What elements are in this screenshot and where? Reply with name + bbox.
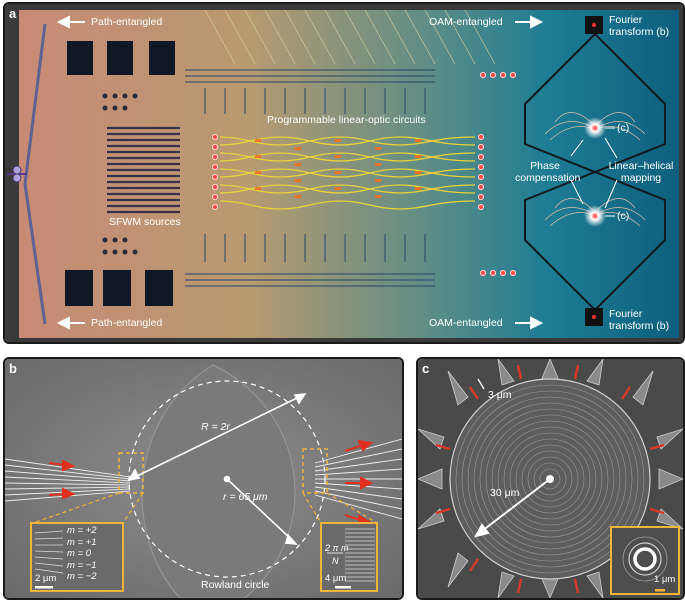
linear-helical-label: Linear–helical mapping: [608, 160, 674, 184]
sem-image-b: [5, 359, 402, 598]
path-entangled-arrow: [56, 15, 85, 330]
scale-right-label: 4 μm: [325, 573, 347, 584]
ref-c-bottom-label: (c): [617, 210, 630, 222]
inset-left: [30, 522, 124, 592]
panel-c-label: c: [422, 361, 430, 376]
inset-c: [610, 526, 680, 595]
sfwm-label: SFWM sources: [109, 216, 181, 228]
slab-region: [141, 364, 296, 598]
sem-image-c: [418, 359, 683, 598]
input-coupler-icon: [7, 165, 27, 183]
detector-pad: [107, 41, 133, 75]
detector-pad: [145, 270, 173, 306]
m-label: m = −1: [67, 559, 97, 571]
sfwm-source-array: [107, 126, 180, 214]
scale-left-label: 2 μm: [35, 573, 57, 584]
detector-pad: [67, 41, 93, 75]
panel-c: c 3 μm 30 μm 1 μm: [416, 357, 685, 600]
oam-entangled-bottom-label: OAM-entangled: [429, 317, 503, 329]
panel-b-label: b: [9, 361, 17, 376]
panel-a: a Path-entangled Path-entangled OAM-enta…: [3, 2, 685, 344]
fourier-top-label: Fourier transform (b): [609, 14, 670, 38]
detector-pad: [65, 270, 93, 306]
scale-bar-right: [335, 586, 351, 589]
oam-emitter: [584, 205, 606, 227]
m-label: m = +2: [67, 525, 97, 536]
inset-right-label-top: 2 π m: [325, 543, 349, 553]
inset-scale-label: 1 μm: [654, 574, 676, 585]
ref-c-top-label: (c): [617, 122, 630, 134]
path-entangled-top-label: Path-entangled: [91, 16, 163, 28]
inset-right-label-bottom: N: [332, 556, 339, 566]
zoom-box-right: [302, 448, 328, 494]
scale-bar-c: [655, 589, 665, 592]
scale-bar-left: [35, 586, 53, 589]
m-label-list: m = +2 m = +1 m = 0 m = −1 m = −2: [67, 525, 121, 583]
path-entangled-bottom-label: Path-entangled: [91, 317, 163, 329]
input-arrows: [48, 459, 76, 500]
m-label: m = −2: [67, 571, 97, 582]
r-equation: r = 65 μm: [223, 491, 268, 503]
oam-entangled-top-label: OAM-entangled: [429, 16, 503, 28]
detector-pad: [149, 41, 175, 75]
chip-photo: [5, 4, 683, 342]
programmable-circuit: [219, 136, 476, 210]
detector-pad: [103, 270, 131, 306]
oam-entangled-arrow: [515, 15, 544, 330]
panel-a-label: a: [9, 6, 17, 21]
m-label: m = +1: [67, 536, 97, 548]
dim-30um-label: 30 μm: [490, 487, 520, 499]
dim-3um-label: 3 μm: [488, 389, 512, 401]
oam-emitter: [584, 117, 606, 139]
phase-compensation-label: Phase compensation: [515, 160, 581, 184]
programmable-label: Programmable linear-optic circuits: [267, 114, 426, 126]
m-label: m = 0: [67, 548, 92, 559]
rowland-circle-label: Rowland circle: [201, 579, 270, 591]
R-equation: R = 2r: [201, 421, 230, 433]
fourier-bottom-label: Fourier transform (b): [609, 308, 670, 332]
panel-b: b R = 2r r = 65 μm Rowland circle m = +2…: [3, 357, 404, 600]
